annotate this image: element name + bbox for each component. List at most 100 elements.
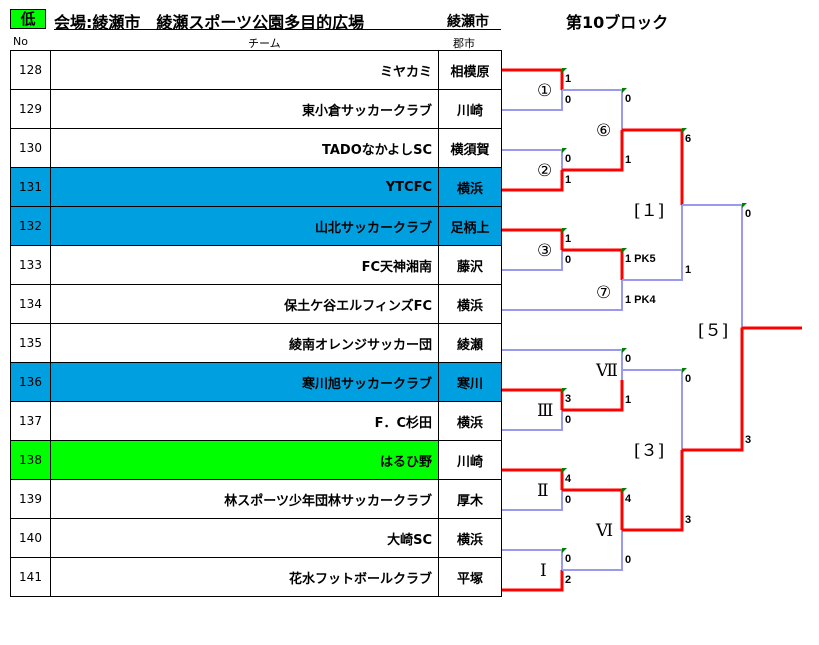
match-label: [３] [634,441,664,461]
top-score: 0 [565,553,571,565]
bracket-line [502,549,563,570]
block-title: 第10ブロック [566,13,669,32]
team-name: 花水フットボールクラブ [50,557,439,597]
team-name: TADOなかよしSC [50,128,439,168]
match-label: Ⅱ [537,481,549,501]
header-underline [54,29,501,30]
bottom-score: 3 [745,434,751,446]
top-score: 0 [625,93,631,105]
score-marker [682,128,687,133]
bracket-line [502,68,564,90]
bottom-score: 1 [625,394,631,406]
score-marker [562,548,567,553]
column-header-city: 郡市 [453,37,475,50]
top-score: 6 [685,133,691,145]
score-marker [682,368,687,373]
team-city: 横浜 [438,284,502,324]
match-label: ③ [537,241,552,261]
bottom-score: 0 [625,554,631,566]
bracket-line [562,130,624,172]
match-label: Ⅰ [540,561,547,581]
team-no: 128 [10,50,51,90]
top-score: 0 [625,353,631,365]
top-score: 1 [565,233,571,245]
bracket-line [502,149,563,170]
bracket-line [622,128,684,205]
team-name: YTCFC [50,167,439,207]
bracket-line [502,228,564,250]
bracket-line [682,327,744,452]
bottom-score: 1 [625,154,631,166]
score-marker [562,468,567,473]
column-header-team: チーム [248,37,281,50]
team-no: 135 [10,323,51,363]
top-score: 4 [625,493,632,505]
bracket-line [622,205,683,281]
team-city: 相模原 [438,50,502,90]
match-label: [５] [698,321,728,341]
bracket-line [562,380,624,412]
team-no: 132 [10,206,51,246]
score-marker [742,203,747,208]
bracket-line [502,280,623,311]
bottom-score: 1 [685,264,691,276]
score-marker [622,488,627,493]
team-city: 横浜 [438,167,502,207]
top-score: 4 [565,473,572,485]
bottom-score: 2 [565,574,571,586]
bracket-line [502,490,563,511]
score-marker [562,388,567,393]
bottom-score: 1 [565,174,571,186]
team-city: 平塚 [438,557,502,597]
team-city: 足柄上 [438,206,502,246]
venue-title: 会場:綾瀬市 綾瀬スポーツ公園多目的広場 [54,13,365,32]
match-label: ② [537,161,552,181]
team-city: 綾瀬 [438,323,502,363]
bracket-line [562,530,623,571]
bottom-score: 0 [565,254,571,266]
bracket-line [622,369,683,450]
team-city: 厚木 [438,479,502,519]
team-no: 130 [10,128,51,168]
top-score: 3 [565,393,571,405]
team-name: 林スポーツ少年団林サッカークラブ [50,479,439,519]
match-label: ⑦ [596,283,611,303]
bottom-score: 0 [565,494,571,506]
score-marker [562,68,567,73]
bracket-line [502,570,564,592]
match-label: Ⅲ [537,401,553,421]
team-name: はるひ野 [50,440,439,480]
bottom-score: 3 [685,514,691,526]
score-marker [622,88,627,93]
team-name: 大崎SC [50,518,439,558]
bottom-score: 0 [565,414,571,426]
team-name: FC天神湘南 [50,245,439,285]
bracket-line [502,250,563,271]
team-city: 寒川 [438,362,502,402]
score-marker [562,228,567,233]
match-label: ① [537,81,552,101]
team-name: F．C杉田 [50,401,439,441]
bracket-line [502,410,563,431]
bracket-line [502,90,563,111]
grade-badge: 低 [10,9,46,29]
score-marker [622,248,627,253]
team-city: 横須賀 [438,128,502,168]
match-label: ⑥ [596,121,611,141]
bottom-score: 1 PK4 [625,294,656,306]
top-score: 1 PK5 [625,253,656,265]
match-label: Ⅶ [595,361,618,381]
score-marker [622,348,627,353]
team-no: 140 [10,518,51,558]
bracket-line [502,468,564,490]
top-score: 0 [565,153,571,165]
team-city: 藤沢 [438,245,502,285]
